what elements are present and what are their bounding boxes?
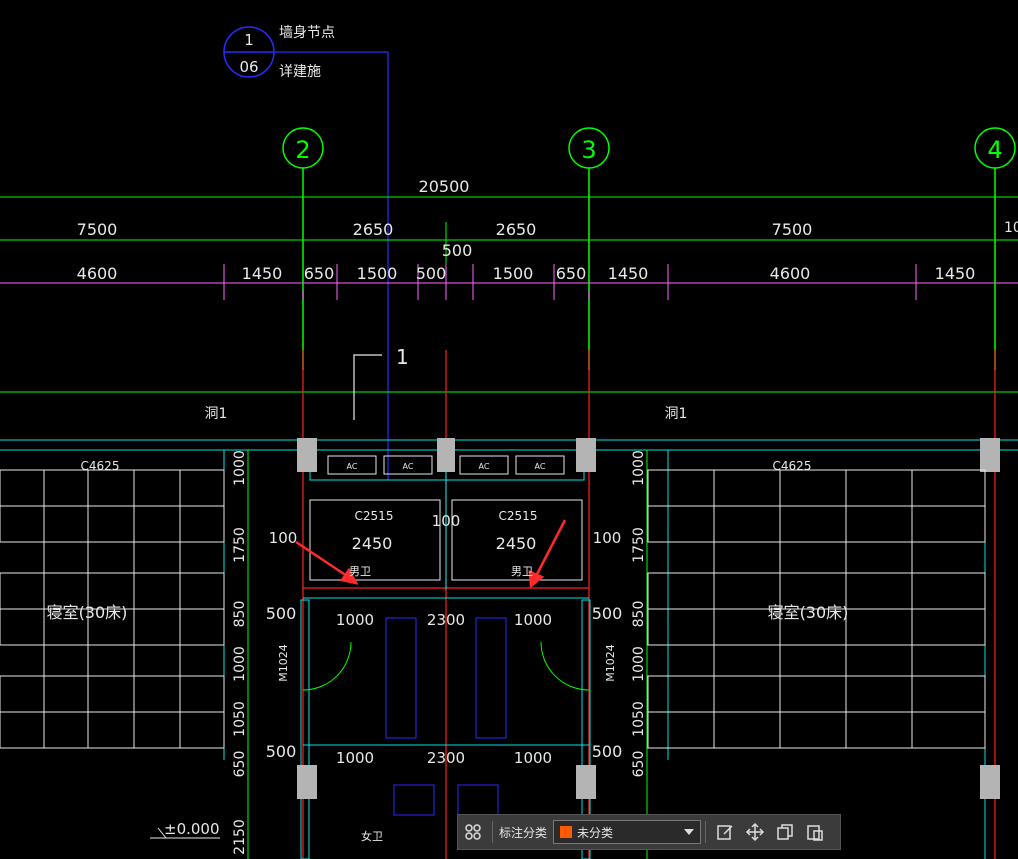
dim-row3-6: 1500	[493, 264, 534, 283]
red-axis-lines	[302, 350, 996, 859]
axis-label-3: 3	[581, 136, 596, 164]
section-mark	[353, 354, 382, 420]
dim-inner-1: 100	[269, 529, 298, 547]
dimension-lines	[0, 190, 1018, 393]
window-c2515-right: C2515	[499, 509, 538, 523]
dim-inner-7: 500	[592, 604, 623, 623]
dim-row3-7: 650	[556, 264, 587, 283]
walls	[0, 439, 1018, 859]
callout-top-number: 1	[244, 31, 254, 49]
dim-inner-14: 2300	[427, 749, 465, 767]
vdim-right-2: 1750	[631, 527, 647, 563]
ac-label-4: AC	[535, 462, 546, 471]
vdim-right-4: 1000	[631, 646, 647, 682]
dim-inner-4: 2450	[352, 534, 393, 553]
grid-axes	[282, 127, 1016, 370]
ac-label-1: AC	[347, 462, 358, 471]
opening-label-right: 洞1	[665, 406, 688, 422]
dim-inner-11: 500	[266, 742, 297, 761]
callout-label-bottom: 详建施	[279, 64, 321, 80]
ac-label-3: AC	[479, 462, 490, 471]
chevron-down-icon	[684, 829, 695, 835]
dim-row2-4: 7500	[772, 220, 813, 239]
columns	[297, 438, 1000, 799]
dim-inner-15: 1000	[514, 749, 552, 767]
section-mark-label: 1	[396, 345, 409, 369]
fixtures	[309, 499, 583, 816]
detail-callout[interactable]: 1 06 墙身节点 详建施	[223, 25, 389, 480]
womens-room-label: 女卫	[361, 829, 383, 843]
axis-label-4: 4	[987, 136, 1002, 164]
dim-row2-2: 2650	[353, 220, 394, 239]
dim-inner-10: 1000	[514, 611, 552, 629]
beds-left	[0, 469, 225, 749]
dim-row3-2: 1450	[242, 264, 283, 283]
dim-inner-12: 500	[592, 742, 623, 761]
elevation-marker: ±0.000	[150, 820, 220, 839]
dim-offset-note: 500	[442, 241, 473, 260]
dim-row3-4: 1500	[357, 264, 398, 283]
vdim-right-1: 1000	[631, 450, 647, 486]
copy-icon[interactable]	[770, 817, 800, 847]
toolbar-divider	[492, 821, 493, 843]
beds-right	[647, 469, 986, 749]
mens-room-label-right: 男卫	[511, 565, 533, 578]
dim-inner-8: 1000	[336, 611, 374, 629]
vdim-right-6: 650	[631, 751, 647, 778]
dim-inner-2: 100	[432, 512, 461, 530]
dim-inner-6: 500	[266, 604, 297, 623]
grid-icon[interactable]	[458, 817, 488, 847]
vdim-right-3: 850	[631, 601, 647, 628]
dim-inner-3: 100	[593, 529, 622, 547]
category-color-swatch	[560, 826, 573, 838]
room-label-left: 寝室(30床)	[47, 603, 128, 622]
vdim-left-1: 1000	[232, 450, 248, 486]
dim-row2-5: 10	[1004, 220, 1018, 236]
doors	[302, 641, 590, 691]
toolbar-divider	[705, 821, 707, 843]
dim-overall: 20500	[419, 177, 470, 196]
elevation-label: ±0.000	[164, 820, 220, 838]
dim-row2-3: 2650	[496, 220, 537, 239]
dim-inner-5: 2450	[496, 534, 537, 553]
category-label: 标注分类	[499, 825, 548, 840]
ac-label-2: AC	[403, 462, 414, 471]
dim-inner-9: 2300	[427, 611, 465, 629]
dim-row3-10: 1450	[935, 264, 976, 283]
door-tag-right: M1024	[604, 644, 617, 682]
window-label-right: C4625	[773, 459, 812, 473]
annotation-toolbar: 标注分类 未分类	[457, 814, 841, 850]
vdim-left-3: 850	[232, 601, 248, 628]
vdim-left-4: 1000	[232, 646, 248, 682]
vdim-right-5: 1050	[631, 701, 647, 737]
window-c2515-left: C2515	[355, 509, 394, 523]
ac-units	[327, 455, 565, 475]
edit-icon[interactable]	[710, 817, 740, 847]
dim-row3-1: 4600	[77, 264, 118, 283]
dim-row3-8: 1450	[608, 264, 649, 283]
axis-label-2: 2	[295, 136, 310, 164]
mens-room-label-left: 男卫	[349, 565, 371, 578]
vdim-left-6: 650	[232, 751, 248, 778]
window-label-left: C4625	[81, 459, 120, 473]
move-icon[interactable]	[740, 817, 770, 847]
callout-bottom-number: 06	[239, 58, 258, 76]
dim-row3-9: 4600	[770, 264, 811, 283]
category-select[interactable]: 未分类	[553, 820, 702, 844]
door-tag-left: M1024	[277, 644, 290, 682]
dim-row2-1: 7500	[77, 220, 118, 239]
dim-row3-3: 650	[304, 264, 335, 283]
annotation-arrows	[295, 519, 567, 589]
room-label-right: 寝室(30床)	[768, 603, 849, 622]
paste-icon[interactable]	[800, 817, 830, 847]
vdim-left-5: 1050	[232, 701, 248, 737]
dim-inner-13: 1000	[336, 749, 374, 767]
vdim-left-7: 2150	[232, 819, 248, 855]
opening-label-left: 洞1	[205, 406, 228, 422]
vdim-left-2: 1750	[232, 527, 248, 563]
dim-row3-5: 500	[416, 264, 447, 283]
callout-label-top: 墙身节点	[279, 25, 335, 41]
category-value: 未分类	[577, 825, 614, 840]
